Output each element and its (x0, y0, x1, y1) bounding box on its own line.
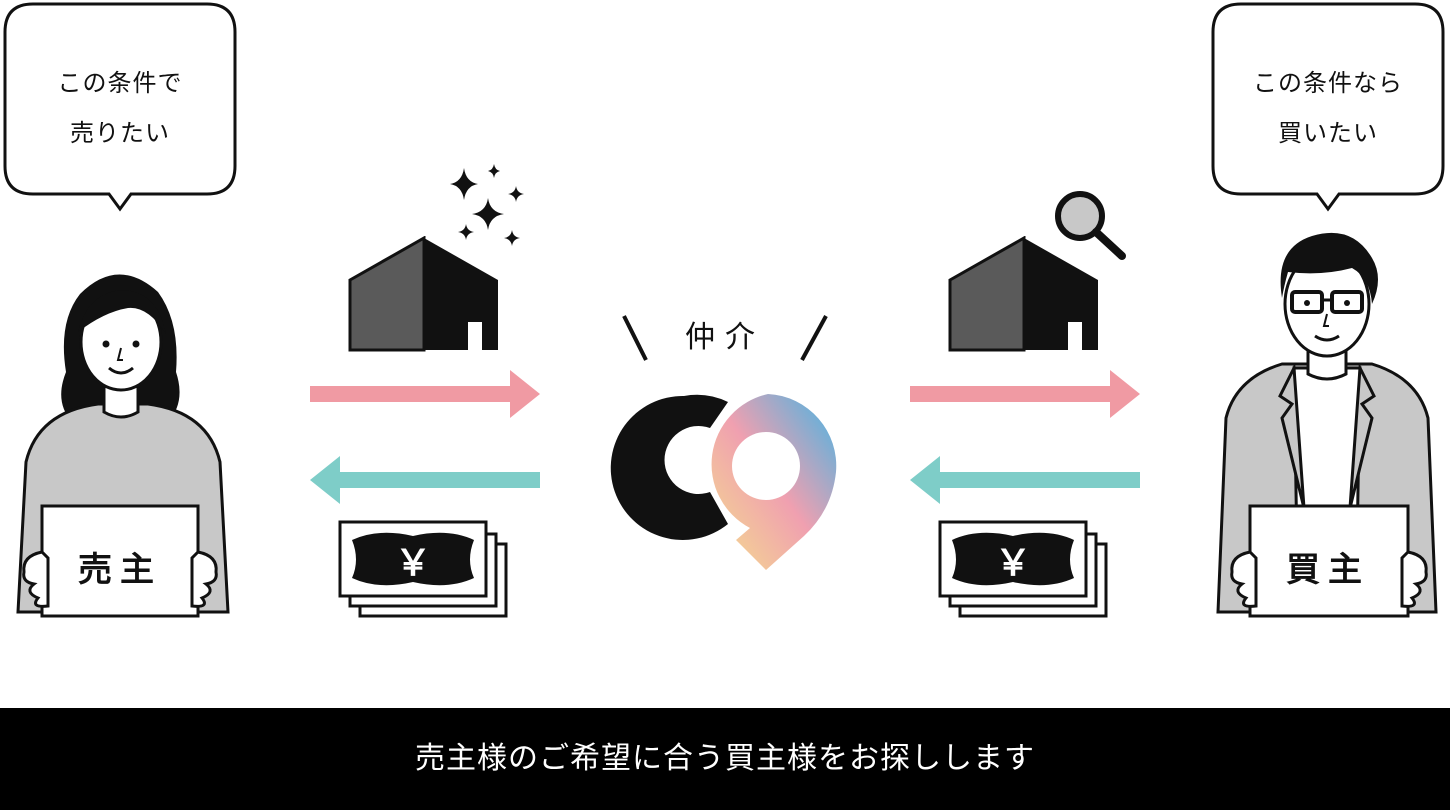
footer-banner: 売主様のご希望に合う買主様をお探しします (0, 708, 1450, 810)
buyer-bubble-line2: 買いたい (1278, 119, 1378, 147)
arrow-right-icon (910, 370, 1140, 418)
sparkle-icon (450, 164, 524, 246)
footer-text: 売主様のご希望に合う買主様をお探しします (415, 741, 1035, 776)
money-symbol: ￥ (394, 543, 431, 584)
seller-bubble-line1: この条件で (57, 69, 183, 97)
money-icon (338, 520, 508, 618)
arrow-right-icon (310, 370, 540, 418)
broker-label: 仲介 (685, 320, 765, 355)
buyer-bubble-line1: この条件なら (1253, 69, 1403, 97)
arrow-left-icon (310, 456, 540, 504)
broker-emphasis-lines (622, 315, 828, 361)
seller-sign-label: 売主 (78, 550, 162, 590)
money-icon (938, 520, 1108, 618)
buyer-speech-bubble: この条件なら 買いたい (1211, 2, 1445, 212)
seller-bubble-line2: 売りたい (70, 119, 170, 147)
buyer-person-illustration (1216, 232, 1438, 618)
seller-speech-bubble: この条件で 売りたい (3, 2, 237, 212)
buyer-sign-label: 買主 (1286, 550, 1370, 590)
magnifier-icon (1055, 191, 1126, 260)
broker-logo (610, 394, 837, 570)
seller-person-illustration (16, 274, 230, 618)
money-symbol: ￥ (994, 543, 1031, 584)
house-icon (348, 236, 498, 352)
arrow-left-icon (910, 456, 1140, 504)
house-icon (948, 236, 1098, 352)
